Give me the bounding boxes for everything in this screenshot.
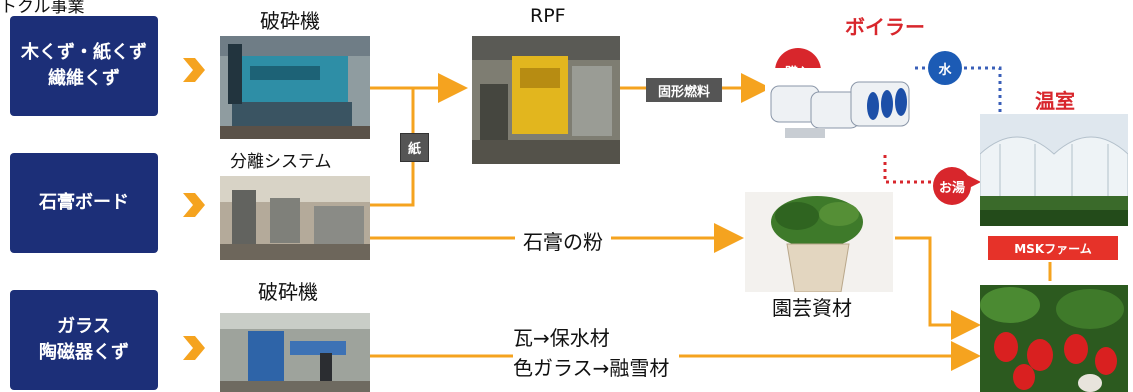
- crusher-machine-image-1: [220, 36, 370, 139]
- gypsum-powder-label: 石膏の粉: [515, 226, 611, 255]
- msk-farm-tag: MSKファーム: [988, 236, 1118, 260]
- boiler-units-image: [765, 68, 915, 148]
- crusher-label-1: 破砕機: [260, 9, 320, 33]
- separation-system-label: 分離システム: [230, 152, 332, 172]
- chevron-right-icon: [183, 58, 205, 82]
- source-wood-line-2: 繊維くず: [48, 68, 120, 89]
- paper-tag: 紙: [400, 133, 429, 162]
- source-wood-line-1: 木くず・紙くず: [21, 42, 147, 63]
- source-gypsum-board: 石膏ボード: [10, 153, 158, 253]
- chevron-right-icon: [183, 336, 205, 360]
- source-glass-line-1: ガラス: [57, 316, 111, 337]
- strawberry-crop-image: [980, 285, 1128, 392]
- rpf-label: RPF: [530, 5, 566, 27]
- rpf-machine-image: [472, 36, 620, 164]
- source-glass-line-2: 陶磁器くず: [39, 342, 129, 363]
- color-glass-label: 色ガラス→融雪材: [513, 352, 680, 381]
- greenhouse-label: 温室: [1035, 89, 1075, 113]
- water-badge: 水: [928, 51, 962, 85]
- source-glass-ceramics: ガラス 陶磁器くず: [10, 290, 158, 390]
- solid-fuel-tag: 固形燃料: [646, 78, 722, 102]
- crusher-machine-image-2: [220, 313, 370, 392]
- tile-label: 瓦→保水材: [513, 322, 620, 351]
- boiler-label: ボイラー: [845, 15, 925, 39]
- hot-water-badge: お湯: [933, 167, 971, 205]
- source-gypsum-line-1: 石膏ボード: [39, 192, 129, 213]
- separation-system-image: [220, 176, 370, 260]
- crusher-label-2: 破砕機: [258, 280, 318, 304]
- chevron-right-icon: [183, 193, 205, 217]
- horticulture-plant-image: [745, 192, 893, 292]
- horticulture-label: 園芸資材: [772, 296, 852, 320]
- source-wood-paper-fiber: 木くず・紙くず 繊維くず: [10, 16, 158, 116]
- greenhouse-image: [980, 114, 1128, 226]
- section-title: トクル事業: [0, 0, 85, 17]
